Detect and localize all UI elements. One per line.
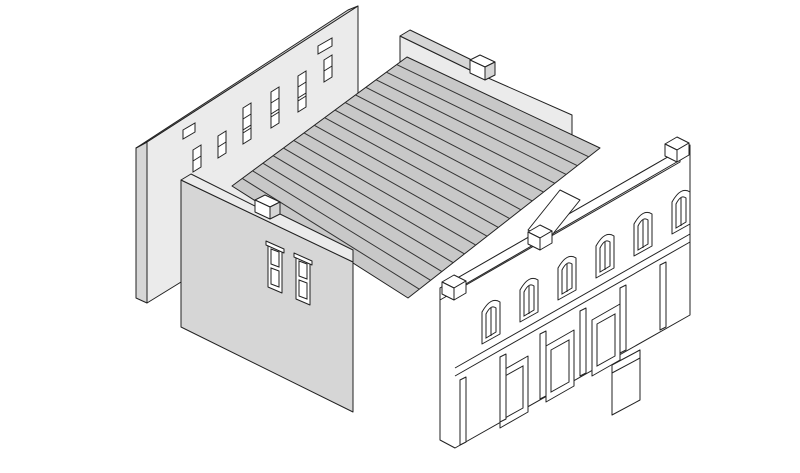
side-wall-window-lintel [293,252,313,266]
back-wall-windows [182,37,333,173]
roof-plank-line [283,147,465,255]
facade-door-gate [611,349,641,416]
facade-windows [481,189,691,429]
roof-plank-line [345,102,533,202]
side-wall-window-pane [270,267,280,288]
side-wall-window-lintel [265,240,285,254]
back-wall-window-mullion [192,155,202,162]
facade-caps [441,136,690,301]
facade-cap-front [676,142,690,163]
front-facade [439,136,691,449]
facade-storefront-glass [596,313,616,367]
roof-plank-line [293,140,477,246]
facade-pilaster [579,307,587,377]
facade-pilaster [459,376,467,446]
side-wall-cap [254,194,281,220]
roof-plank-line [252,170,431,281]
roof-plank-line [334,109,522,211]
facade-floor-line [454,233,691,369]
back-wall-window-mullion [323,65,333,72]
roof-plank-line [303,132,488,237]
back-wall-window-mullion [297,95,307,102]
side-wall-window-pane [270,248,280,268]
back-wall-window-mullion [270,97,280,104]
facade-cap-front [539,230,553,251]
facade-cap-front [453,280,467,301]
roof-plank-line [355,94,544,193]
back-wall-window-mullion [297,81,307,88]
facade-cornice-line [444,158,683,297]
side-wall-window-pane [298,279,308,300]
back-wall-window-mullion [242,113,252,120]
side-wall-windows [265,240,313,306]
back-wall-vent [317,37,333,55]
roof-plank-line [314,124,499,228]
facade-storefront-glass [550,339,570,393]
roof-plank-line [242,177,420,290]
roof-plank-line [262,162,443,272]
facade-floor-line-2 [454,241,691,377]
roof-plank-line [396,64,589,158]
roof-plank-line [386,71,578,167]
side-wall-window-pane [298,260,308,280]
roof-planks [242,64,589,290]
roof-plank-line [365,86,556,184]
chimney-cap [469,54,496,81]
roof-plank-line [324,117,510,220]
facade-pilaster [619,284,627,354]
facade-pilaster [499,353,507,423]
back-wall-top [135,5,359,149]
back-wall-window-mullion [270,111,280,118]
side-wall [180,173,354,413]
roof-plank-line [375,79,567,175]
facade-pilaster [659,261,667,331]
back-wall-small-window [182,122,196,140]
back-wall-edge [135,141,148,304]
facade-pilaster [539,330,547,400]
back-wall-window-mullion [242,127,252,134]
roof-plank-line [272,155,454,264]
back-wall-window-mullion [217,141,227,148]
